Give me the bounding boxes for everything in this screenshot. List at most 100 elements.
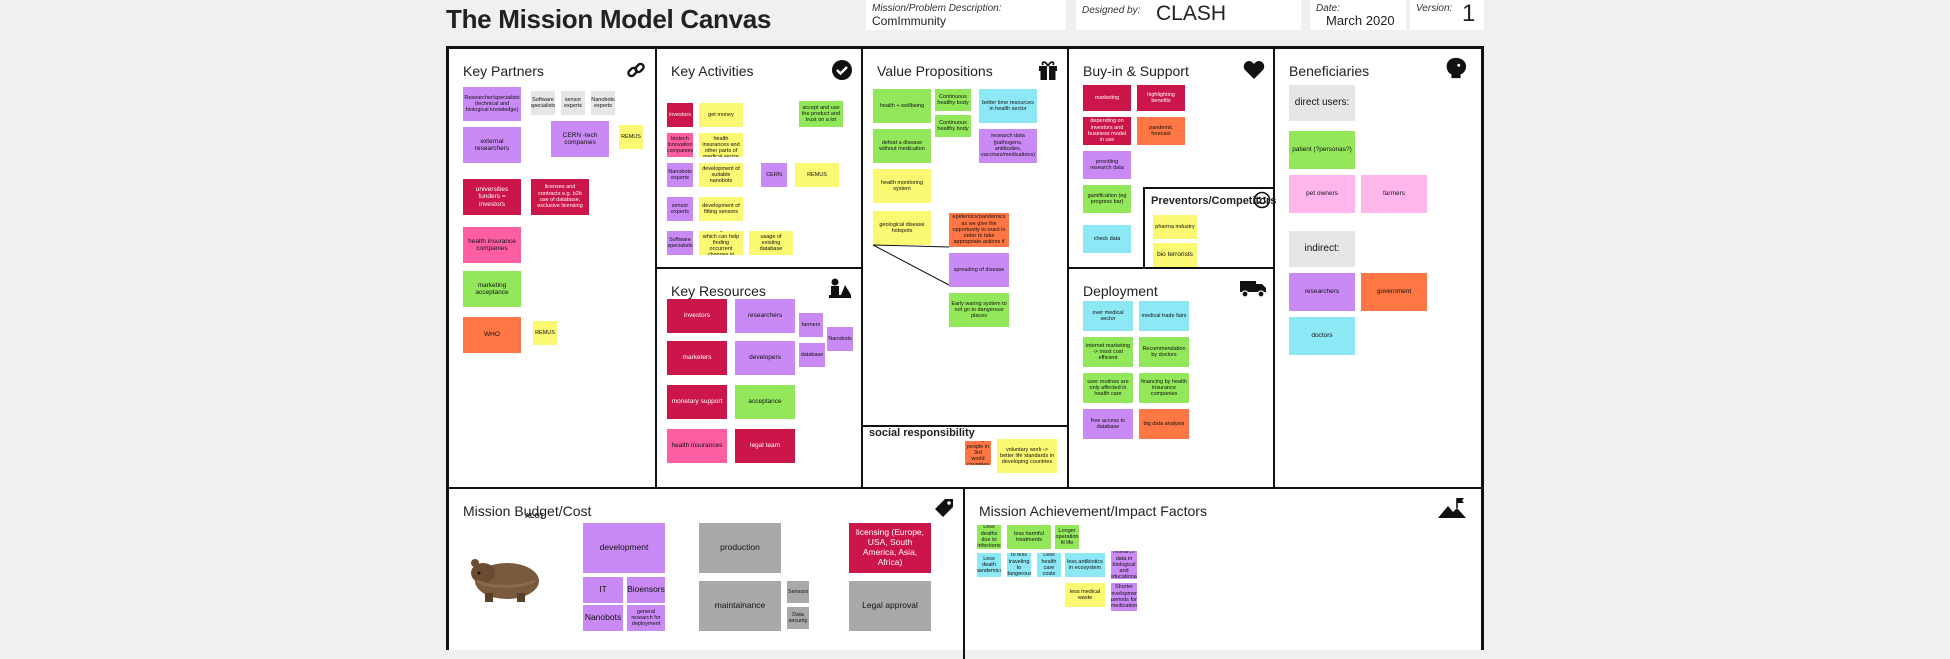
sticky-note[interactable]: pet owners bbox=[1289, 175, 1355, 213]
sticky-note[interactable]: Less death pandemics bbox=[977, 553, 1001, 577]
sticky-note[interactable]: research data (pathogens, antibodies, va… bbox=[979, 129, 1037, 163]
sticky-note[interactable]: Software specialists bbox=[667, 231, 693, 255]
sticky-note[interactable]: WHO bbox=[463, 317, 521, 353]
sticky-note[interactable]: universities funders = investors bbox=[463, 179, 521, 215]
sticky-note[interactable]: better time resources in health sector bbox=[979, 89, 1037, 123]
sticky-note[interactable]: depending on investors and business mode… bbox=[1083, 117, 1131, 145]
sticky-note[interactable]: pharma industry bbox=[1153, 215, 1197, 239]
sticky-note[interactable]: general research for deployment bbox=[627, 605, 665, 631]
sticky-note[interactable]: user routines are only affected in healt… bbox=[1083, 373, 1133, 403]
sticky-note[interactable]: Early waring system to not go to dangero… bbox=[949, 293, 1009, 327]
sticky-note[interactable]: Shorter development periods for medicati… bbox=[1111, 583, 1137, 611]
mission-description-box[interactable]: Mission/Problem Description: ComImmunity bbox=[866, 0, 1066, 30]
sticky-note[interactable]: production bbox=[699, 523, 781, 573]
sticky-note[interactable]: farmers bbox=[799, 313, 823, 337]
sticky-note[interactable]: health insurances bbox=[667, 429, 727, 463]
sticky-note[interactable]: investors bbox=[667, 103, 693, 127]
sticky-note[interactable]: check data bbox=[1083, 225, 1131, 253]
sticky-note[interactable]: marketing acceptance bbox=[463, 271, 521, 307]
sticky-note[interactable]: REMUS bbox=[533, 321, 557, 345]
sticky-note[interactable]: development of fitting sensors bbox=[699, 197, 743, 221]
sticky-note[interactable]: highlighting benefits bbox=[1137, 85, 1185, 111]
sticky-note[interactable]: legal team bbox=[735, 429, 795, 463]
sticky-note[interactable]: IT bbox=[583, 577, 623, 603]
sticky-note[interactable]: medical trade fairs bbox=[1139, 301, 1189, 331]
date-box[interactable]: Date: March 2020 bbox=[1310, 0, 1406, 30]
sticky-note[interactable]: Software specialists bbox=[531, 91, 555, 115]
sticky-note[interactable]: voluntary work -> better life standards … bbox=[997, 439, 1057, 473]
sticky-note[interactable]: researchers bbox=[735, 299, 795, 333]
sticky-note[interactable]: defeat a disease without medication bbox=[873, 129, 931, 163]
sticky-note[interactable]: health insurance companies bbox=[463, 227, 521, 263]
sticky-note[interactable]: pandemic forecast bbox=[1137, 117, 1185, 145]
sticky-note[interactable]: doctors bbox=[1289, 317, 1355, 355]
sticky-note[interactable]: free access to database bbox=[1083, 409, 1133, 439]
designed-by-box[interactable]: Designed by: CLASH bbox=[1076, 0, 1301, 30]
sticky-note[interactable]: geological disease hotspots bbox=[873, 211, 931, 245]
sticky-note[interactable]: maintainance bbox=[699, 581, 781, 631]
sticky-note[interactable]: development bbox=[583, 523, 665, 573]
sticky-note[interactable]: Sensors bbox=[787, 581, 809, 603]
sticky-note[interactable]: developers bbox=[735, 341, 795, 375]
sticky-note[interactable]: get money bbox=[699, 103, 743, 127]
sticky-note[interactable]: farmers bbox=[1361, 175, 1427, 213]
sticky-note[interactable]: Researcher/specialists (technical and bi… bbox=[463, 87, 521, 121]
sticky-note[interactable]: acceptance bbox=[735, 385, 795, 419]
sticky-note[interactable]: Longer operation til life bbox=[1055, 525, 1079, 549]
sticky-note[interactable]: hiring people in 3rd world countries bbox=[965, 441, 991, 465]
sticky-note[interactable]: Nanobots experts bbox=[667, 163, 693, 187]
sticky-note[interactable]: patient (?personas?) bbox=[1289, 131, 1355, 169]
sticky-note[interactable]: database bbox=[799, 343, 825, 367]
sticky-note[interactable]: Bioensors bbox=[627, 577, 665, 603]
sticky-note[interactable]: investors bbox=[667, 299, 727, 333]
version-box[interactable]: Version: 1 bbox=[1410, 0, 1484, 30]
sticky-note[interactable]: direct users: bbox=[1289, 85, 1355, 121]
sticky-note[interactable]: More research data in biological and edu… bbox=[1111, 551, 1137, 579]
sticky-note[interactable]: less medical waste bbox=[1065, 583, 1105, 607]
sticky-note[interactable]: indirect: bbox=[1289, 231, 1355, 267]
sticky-note[interactable]: REMUS bbox=[795, 163, 839, 187]
sticky-note[interactable]: big data analysis bbox=[1139, 409, 1189, 439]
sticky-note[interactable]: external researchers bbox=[463, 127, 521, 163]
sticky-note[interactable]: Data security bbox=[787, 607, 809, 629]
sticky-note[interactable]: health monitoring system bbox=[873, 169, 931, 203]
sticky-note[interactable]: contracts with health insurances and oth… bbox=[699, 133, 743, 157]
sticky-note[interactable]: Continuous healthy body bbox=[935, 115, 971, 137]
sticky-note[interactable]: less antibiotics in ecosystem bbox=[1065, 553, 1105, 577]
sticky-note[interactable]: Nanobots experts bbox=[591, 91, 615, 115]
sticky-note[interactable]: development of artificial intelligence w… bbox=[699, 231, 743, 255]
sticky-note[interactable]: CERN -tech companies bbox=[551, 121, 609, 157]
sticky-note[interactable]: Nanobots bbox=[827, 327, 853, 351]
sticky-note[interactable]: over medical sector bbox=[1083, 301, 1133, 331]
sticky-note[interactable]: REMUS bbox=[619, 125, 643, 149]
sticky-note[interactable]: gamification (eg progress bar) bbox=[1083, 185, 1131, 213]
sticky-note[interactable]: Nanobots bbox=[583, 605, 623, 631]
sticky-note[interactable]: CERN bbox=[761, 163, 787, 187]
sticky-note[interactable]: Recommendation by doctors bbox=[1139, 337, 1189, 367]
sticky-note[interactable]: Legal approval bbox=[849, 581, 931, 631]
sticky-note[interactable]: licensing (Europe, USA, South America, A… bbox=[849, 523, 931, 573]
sticky-note[interactable]: sensor experts bbox=[667, 197, 693, 221]
sticky-note[interactable]: Safer due to less traveling to dangerous… bbox=[1007, 553, 1031, 577]
sticky-note[interactable]: Continuous healthy body bbox=[935, 89, 971, 111]
sticky-note[interactable]: less harmful treatments bbox=[1007, 525, 1051, 549]
sticky-note[interactable]: marketers bbox=[667, 341, 727, 375]
sticky-note[interactable]: accept and use the product and trust on … bbox=[799, 101, 843, 127]
sticky-note[interactable]: sensor experts bbox=[561, 91, 585, 115]
sticky-note[interactable]: prevent epidemics/pandemics as we give t… bbox=[949, 213, 1009, 247]
sticky-note[interactable]: financing by health insurance companies bbox=[1139, 373, 1189, 403]
sticky-note[interactable]: health + wellbeing bbox=[873, 89, 931, 123]
sticky-note[interactable]: usage of existing database bbox=[749, 231, 793, 255]
sticky-note[interactable]: bio terrorists bbox=[1153, 243, 1197, 267]
sticky-note[interactable]: Less health care costs bbox=[1037, 553, 1061, 577]
sticky-note[interactable]: development of suitable nanobots bbox=[699, 163, 743, 187]
sticky-note[interactable]: researchers bbox=[1289, 273, 1355, 311]
sticky-note[interactable]: spreading of disease bbox=[949, 253, 1009, 287]
sticky-note[interactable]: monetary support bbox=[667, 385, 727, 419]
sticky-note[interactable]: marketing bbox=[1083, 85, 1131, 111]
sticky-note[interactable]: internet marketing -> most cost efficien… bbox=[1083, 337, 1133, 367]
sticky-note[interactable]: government bbox=[1361, 273, 1427, 311]
sticky-note[interactable]: licenses and contracts e.g. b2b use of d… bbox=[531, 179, 589, 215]
sticky-note[interactable]: providing research data bbox=[1083, 151, 1131, 179]
sticky-note[interactable]: biotech innovation companies bbox=[667, 133, 693, 157]
